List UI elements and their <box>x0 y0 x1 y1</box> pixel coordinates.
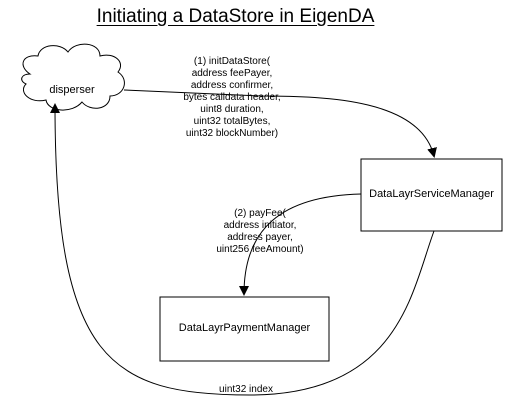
init-data-store-line: uint32 totalBytes, <box>193 116 271 127</box>
return-index-arrow <box>50 103 435 396</box>
init-data-store-line: (1) initDataStore( <box>193 56 271 67</box>
pay-fee-line: uint256 feeAmount) <box>216 244 304 255</box>
service-manager-box <box>360 158 503 232</box>
payment-manager-label: DataLayrPaymentManager <box>178 322 311 334</box>
payment-manager-box <box>159 296 330 362</box>
pay-fee-label: (2) payFee( address initiator, address p… <box>204 208 316 256</box>
return-index-label: uint32 index <box>219 384 273 395</box>
init-data-store-label: (1) initDataStore( address feePayer, add… <box>170 56 294 140</box>
init-data-store-line: uint8 duration, <box>200 104 264 115</box>
disperser-label: disperser <box>49 84 95 96</box>
init-data-store-line: address feePayer, <box>191 68 273 79</box>
pay-fee-arrow <box>239 193 362 296</box>
init-data-store-line: uint32 blockNumber) <box>185 128 279 139</box>
disperser-cloud-shape <box>21 43 125 111</box>
service-manager-label: DataLayrServiceManager <box>369 188 494 200</box>
init-data-store-arrow <box>123 89 437 158</box>
pay-fee-line: address initiator, <box>223 220 297 231</box>
pay-fee-line: address payer, <box>227 232 293 243</box>
init-data-store-line: bytes calldata header, <box>183 92 281 103</box>
init-data-store-line: address confirmer, <box>190 80 274 91</box>
diagram-title: Initiating a DataStore in EigenDA <box>96 6 375 27</box>
pay-fee-line: (2) payFee( <box>234 208 286 219</box>
